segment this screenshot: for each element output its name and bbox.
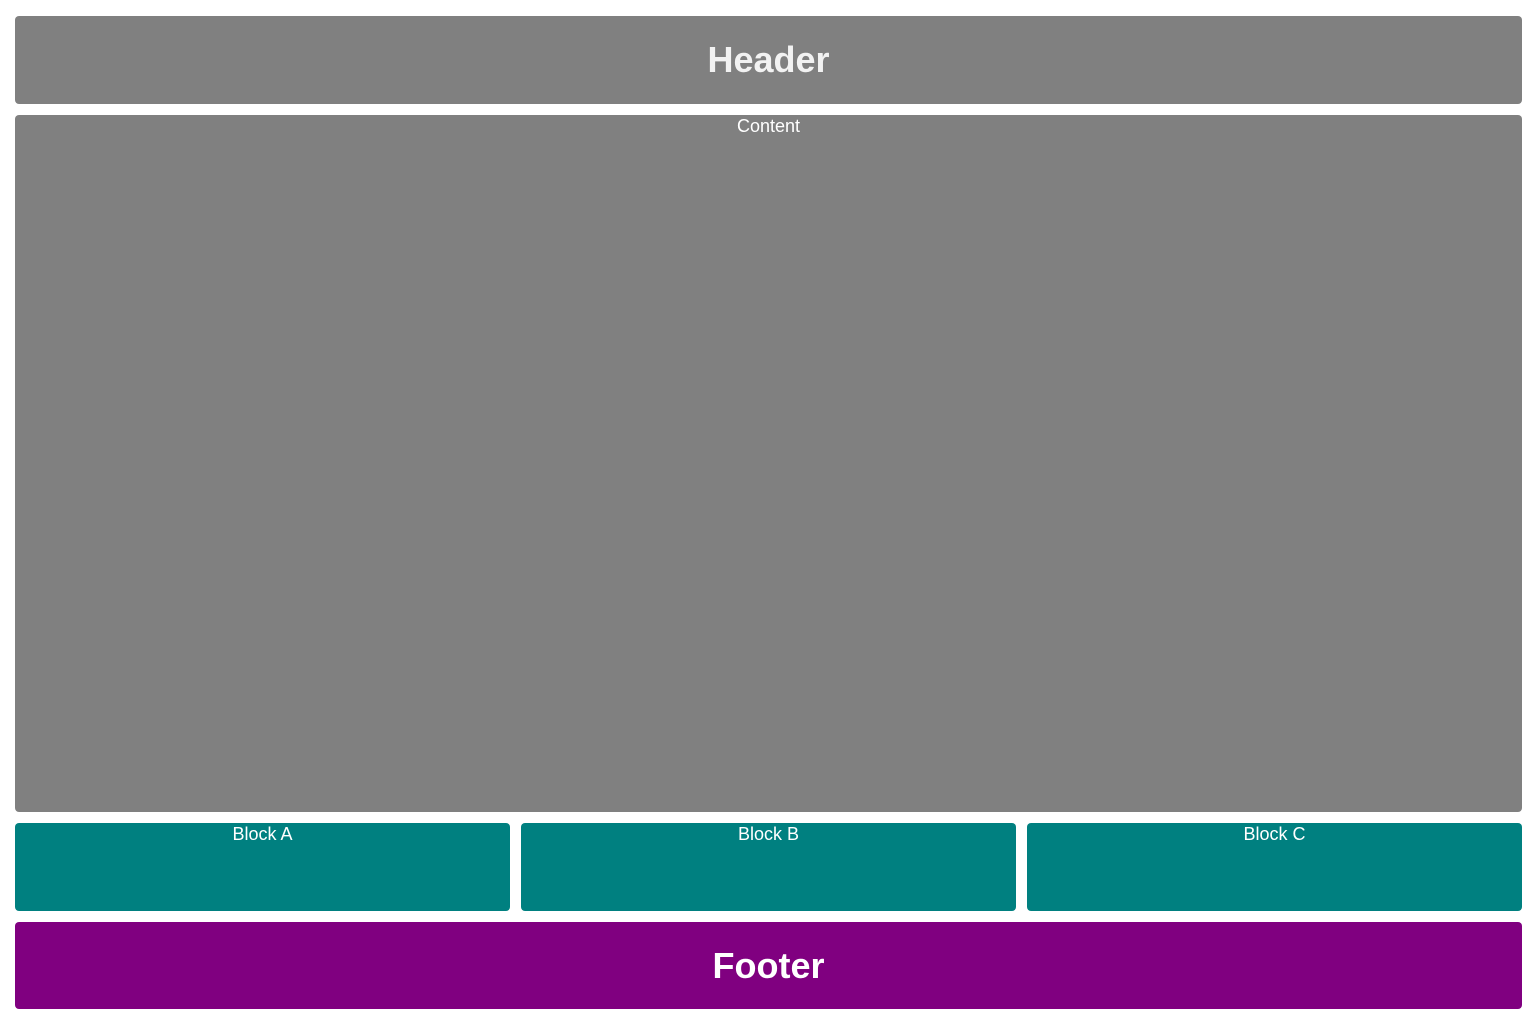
content-area: Content bbox=[15, 115, 1522, 812]
footer: Footer bbox=[15, 922, 1522, 1009]
header: Header bbox=[15, 16, 1522, 104]
block-b: Block B bbox=[521, 823, 1016, 911]
block-c-label: Block C bbox=[1243, 824, 1306, 844]
footer-title: Footer bbox=[712, 945, 825, 986]
header-title: Header bbox=[707, 39, 830, 80]
block-c: Block C bbox=[1027, 823, 1522, 911]
block-a: Block A bbox=[15, 823, 510, 911]
block-a-label: Block A bbox=[232, 824, 293, 844]
block-b-label: Block B bbox=[737, 824, 800, 844]
content-label: Content bbox=[736, 116, 801, 136]
